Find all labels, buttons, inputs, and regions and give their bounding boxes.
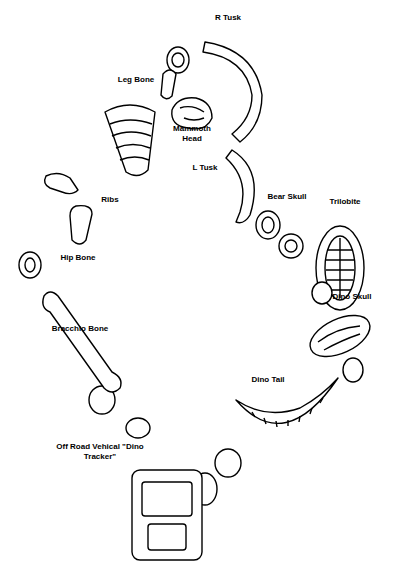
token-oval <box>25 258 35 272</box>
part-label: Bracchio Bone <box>52 324 108 334</box>
part-label: Ribs <box>101 195 118 205</box>
dino-tail-shape <box>236 378 338 423</box>
part-label: Leg Bone <box>118 75 154 85</box>
dino-tail-teeth <box>252 398 323 427</box>
token-oval <box>172 53 184 67</box>
part-label: Bear Skull <box>267 192 306 202</box>
token-oval <box>343 358 363 382</box>
token-oval <box>285 240 297 252</box>
tusk-shape <box>226 150 254 223</box>
vehicle-screen <box>142 482 192 516</box>
vehicle-panel <box>148 524 186 550</box>
part-label: R Tusk <box>215 13 241 23</box>
dino-skull-detail <box>318 326 360 350</box>
dino-skull-shape <box>304 307 376 365</box>
part-label: Hip Bone <box>60 253 95 263</box>
leg-bone-shape <box>161 70 176 99</box>
part-label: Trilobite <box>329 197 360 207</box>
hip-bone-shape <box>70 206 92 244</box>
mammoth-head-detail <box>180 107 204 120</box>
token-oval <box>126 418 150 438</box>
part-label: Dino Tail <box>251 375 284 385</box>
token-oval <box>312 282 332 304</box>
vehicle-shape <box>132 470 202 560</box>
part-label: Dino Skull <box>332 292 371 302</box>
bracchio-bone-shape <box>43 292 121 392</box>
bear-skull-detail <box>262 217 274 233</box>
token-oval <box>19 252 41 278</box>
token-oval <box>215 449 241 477</box>
token-oval <box>167 47 189 73</box>
part-label: Mammoth Head <box>170 124 215 144</box>
ribs-detail <box>110 120 152 160</box>
bone-shape <box>45 173 78 193</box>
token-oval <box>279 234 303 258</box>
part-label: L Tusk <box>192 163 217 173</box>
tusk-shape <box>203 42 262 142</box>
bear-skull-shape <box>256 211 280 239</box>
part-label: Off Road Vehical "Dino Tracker" <box>56 442 144 462</box>
ribs-shape <box>105 105 155 176</box>
